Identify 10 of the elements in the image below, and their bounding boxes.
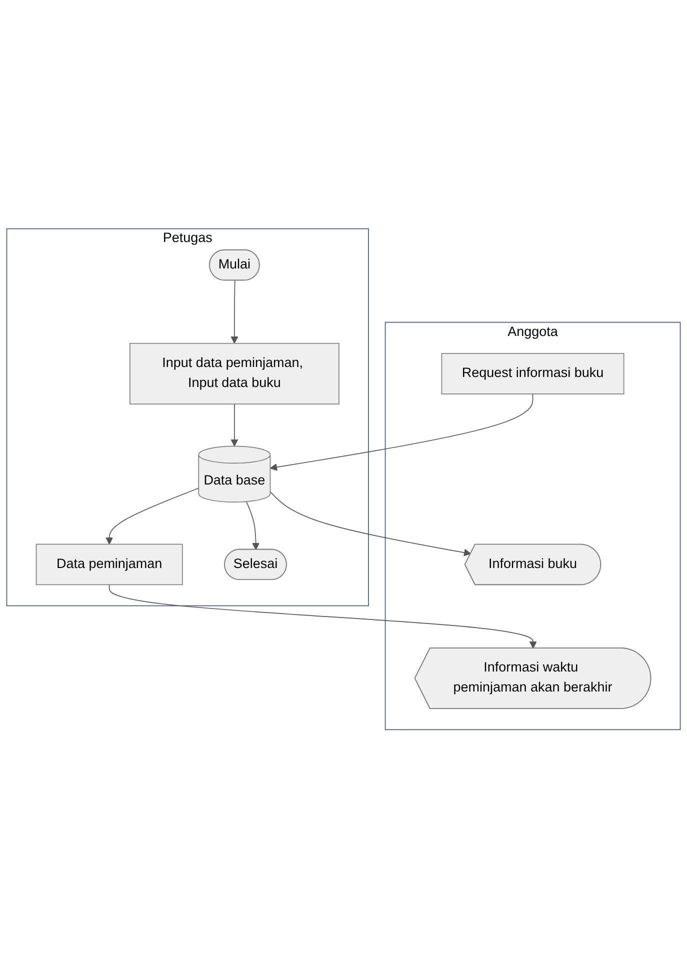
- node-box: Data peminjaman: [36, 544, 183, 585]
- arrow: [106, 488, 200, 544]
- node-box: Input data peminjaman, Input data buku: [130, 342, 340, 404]
- arrow: [270, 491, 472, 556]
- arrow: [246, 500, 260, 550]
- arrow: [270, 393, 534, 471]
- node-box: Request informasi buku: [441, 352, 624, 394]
- arrow: [108, 584, 537, 648]
- arrow: [230, 403, 238, 446]
- arrow: [230, 280, 238, 344]
